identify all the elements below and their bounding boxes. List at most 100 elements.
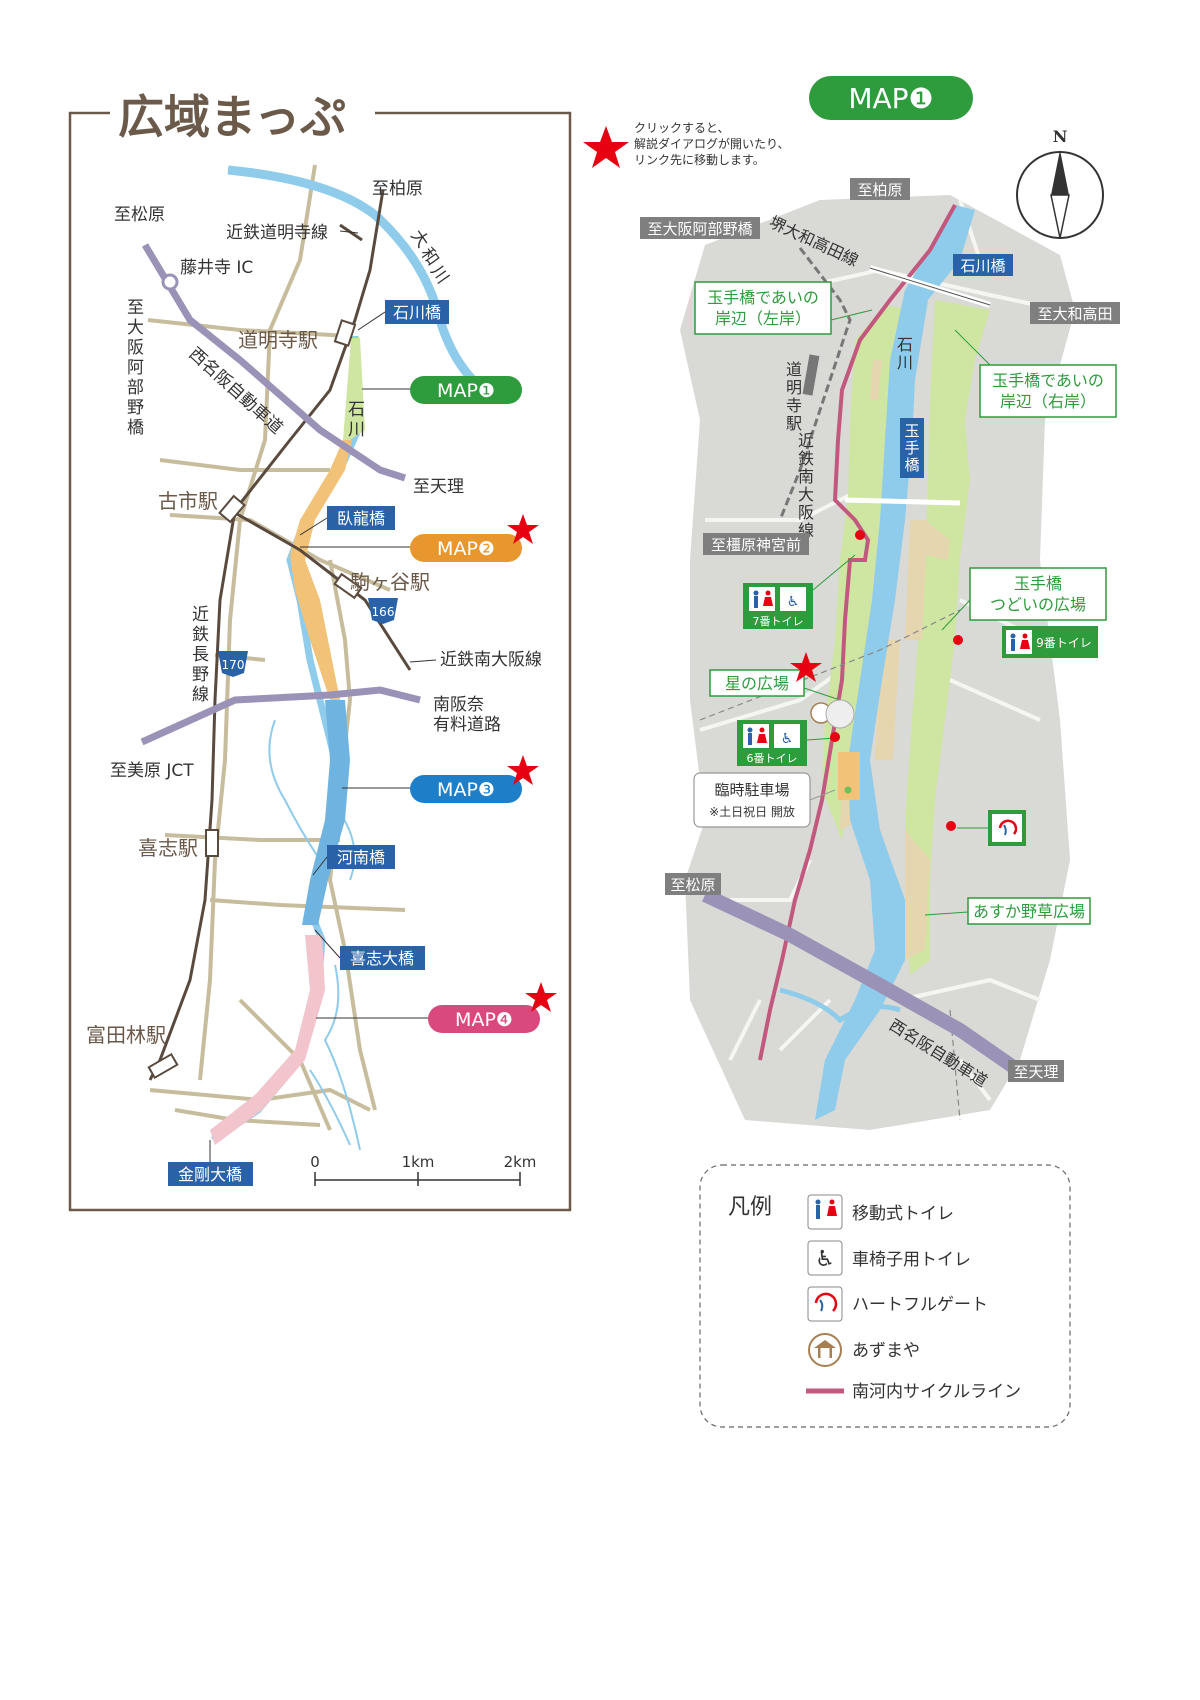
toilet-9-dot [953, 635, 963, 645]
svg-text:喜志大橋: 喜志大橋 [350, 949, 414, 968]
svg-text:♿: ♿ [781, 731, 794, 747]
toilet-9-badge[interactable]: 9番トイレ [1002, 626, 1098, 658]
svg-text:玉手橋: 玉手橋 [1014, 574, 1062, 593]
tag-garyu-bridge: 臥龍橋 [299, 506, 395, 536]
svg-text:線: 線 [192, 685, 209, 705]
svg-text:臨時駐車場: 臨時駐車場 [714, 781, 789, 799]
cycle-line [758, 204, 957, 1061]
svg-text:MAP❹: MAP❹ [455, 1009, 513, 1031]
svg-text:大: 大 [127, 318, 144, 338]
svg-text:あすか野草広場: あすか野草広場 [973, 902, 1085, 921]
legend: 凡例 移動式トイレ ♿ 車椅子用トイレ ハートフルゲート あずまや 南河内サイク… [699, 1164, 1071, 1428]
svg-text:1km: 1km [402, 1153, 435, 1171]
svg-text:石: 石 [348, 400, 365, 420]
tag-kashiwara: 至柏原 [850, 178, 910, 200]
svg-text:至天理: 至天理 [1013, 1063, 1058, 1081]
tag-tamate-bridge: 玉 手 橋 [900, 418, 924, 478]
svg-text:玉手橋であいの: 玉手橋であいの [707, 288, 819, 307]
svg-text:※土日祝日 開放: ※土日祝日 開放 [709, 804, 795, 819]
tag-kishi-ohashi: 喜志大橋 [314, 929, 425, 970]
callout-tsudoi[interactable]: 玉手橋 つどいの広場 [941, 567, 1107, 631]
note-star-icon [583, 126, 629, 168]
callout-right-bank[interactable]: 玉手橋であいの 岸辺（右岸） [954, 329, 1117, 418]
heartful-gate-icon [807, 1286, 843, 1322]
svg-text:川: 川 [348, 420, 365, 440]
fujiidera-ic-marker [161, 273, 179, 291]
svg-text:MAP❸: MAP❸ [437, 779, 495, 801]
label-kashiwara: 至柏原 [372, 179, 423, 199]
map2-button[interactable]: MAP❷ [300, 534, 522, 562]
callout-hoshi[interactable]: 星の広場 [709, 669, 841, 701]
label-map1-domyoji-station: 道 明 寺 駅 [786, 360, 802, 433]
map2-star-icon[interactable] [507, 514, 539, 544]
label-ishikawa-river: 石 川 [348, 400, 365, 440]
parking-dot [844, 786, 852, 794]
click-note: クリックすると、 解説ダイアログが開いたり、 リンク先に移動します。 [583, 121, 790, 168]
svg-text:MAP❶: MAP❶ [437, 380, 495, 402]
callout-asuka[interactable]: あすか野草広場 [924, 897, 1091, 925]
segment-map1[interactable] [343, 338, 365, 440]
svg-text:明: 明 [786, 378, 802, 397]
svg-text:至大阪阿部野橋: 至大阪阿部野橋 [647, 220, 752, 238]
svg-text:至柏原: 至柏原 [857, 181, 902, 199]
svg-text:星の広場: 星の広場 [725, 674, 789, 693]
toilet-6-badge[interactable]: ♿ 6番トイレ [737, 720, 836, 766]
label-map1-minami-osaka-line: 近 鉄 南 大 阪 線 [798, 431, 814, 540]
map1-railway [778, 247, 852, 521]
svg-text:阪: 阪 [127, 338, 144, 358]
toilet-7-badge[interactable]: ♿ 7番トイレ [743, 554, 856, 629]
svg-text:鉄: 鉄 [798, 449, 814, 468]
map3-button[interactable]: MAP❸ [342, 775, 522, 803]
tag-kawaminami-bridge: 河南橋 [312, 845, 395, 876]
tag-ishikawa-bridge: 石川橋 [357, 300, 449, 331]
segment-map4[interactable] [210, 935, 325, 1145]
svg-text:臥龍橋: 臥龍橋 [337, 509, 385, 528]
heartful-gate-badge[interactable] [957, 810, 1026, 846]
tag-map1-tenri: 至天理 [1008, 1060, 1064, 1082]
yamato-river [227, 165, 493, 399]
toilet-6-dot [830, 732, 840, 742]
segment-map2[interactable] [290, 440, 352, 700]
boundary-dashed-2 [949, 1009, 961, 1121]
tag-kongo-ohashi: 金剛大橋 [168, 1140, 253, 1186]
svg-text:ハートフルゲート: ハートフルゲート [852, 1295, 988, 1315]
hoshi-star-icon[interactable] [790, 652, 822, 682]
map4-star-icon[interactable] [525, 982, 557, 1012]
svg-text:移動式トイレ: 移動式トイレ [852, 1204, 954, 1224]
label-furuichi-station: 古市駅 [158, 489, 218, 513]
map3-star-icon[interactable] [507, 755, 539, 785]
map1-button[interactable]: MAP❶ [362, 376, 522, 404]
furuichi-station-marker [218, 494, 246, 524]
label-map1-ishikawa: 石 川 [897, 335, 913, 372]
svg-text:至大和高田: 至大和高田 [1037, 305, 1112, 323]
svg-text:解説ダイアログが開いたり、: 解説ダイアログが開いたり、 [634, 136, 790, 151]
svg-text:近: 近 [798, 431, 814, 450]
gazebo-marker [810, 699, 855, 729]
overview-map: 広域まっぷ [68, 90, 572, 1212]
nishimeihan-expressway [141, 243, 407, 482]
callout-parking[interactable]: 臨時駐車場 ※土日祝日 開放 [693, 772, 836, 828]
svg-text:166: 166 [372, 605, 395, 619]
tag-map1-matsubara: 至松原 [665, 873, 721, 895]
svg-text:つどいの広場: つどいの広場 [990, 595, 1086, 614]
route-166-shield: 166 [368, 598, 398, 624]
map4-button[interactable]: MAP❹ [316, 1005, 540, 1033]
gazebo-icon [808, 1333, 842, 1367]
tondabayashi-station-marker [147, 1052, 179, 1080]
label-domyoji-line: 近鉄道明寺線 [226, 223, 328, 243]
callout-left-bank[interactable]: 玉手橋であいの 岸辺（左岸） [694, 281, 873, 335]
parking-lot [838, 752, 860, 800]
kishi-station-marker [205, 829, 219, 857]
map1-nishimeihan [702, 888, 1029, 1081]
minami-hanna-toll-road [140, 686, 421, 746]
svg-text:河南橋: 河南橋 [337, 848, 385, 867]
map1-ishikawa-river [815, 205, 975, 1120]
svg-text:鉄: 鉄 [192, 625, 209, 645]
segment-map3[interactable] [302, 700, 350, 925]
svg-text:あずまや: あずまや [852, 1341, 920, 1361]
svg-text:岸辺（右岸）: 岸辺（右岸） [1000, 392, 1096, 411]
label-matsubara: 至松原 [114, 205, 165, 225]
compass-icon: N [1016, 127, 1104, 239]
svg-text:寺: 寺 [786, 396, 802, 415]
svg-text:170: 170 [222, 658, 245, 672]
